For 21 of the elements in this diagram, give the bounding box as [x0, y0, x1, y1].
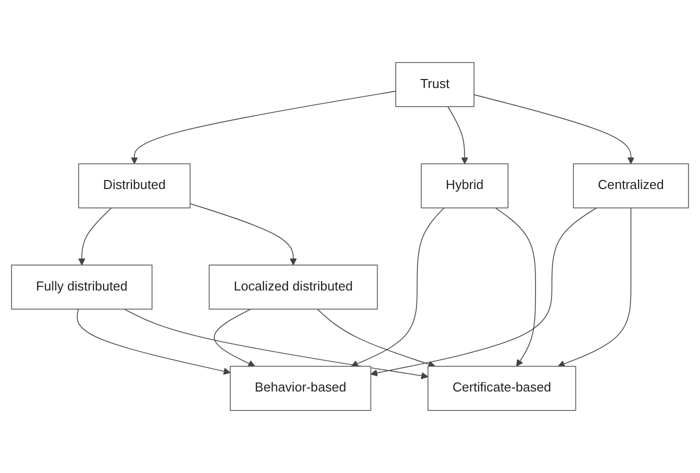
arrow — [190, 203, 297, 266]
node-box: Hybrid — [420, 163, 508, 208]
node-box: Distributed — [78, 163, 191, 208]
node-box: Certificate-based — [428, 366, 576, 411]
node-box: Localized distributed — [208, 264, 378, 310]
arrow — [495, 208, 536, 367]
arrow — [78, 208, 112, 266]
arrow — [130, 90, 396, 164]
arrow — [350, 208, 444, 368]
arrow — [447, 106, 468, 164]
arrow — [124, 308, 428, 380]
node-box: Trust — [395, 62, 474, 108]
arrow — [214, 308, 256, 367]
arrow — [558, 208, 632, 368]
node-box: Behavior-based — [230, 366, 372, 411]
arrow — [474, 94, 634, 164]
node-box: Centralized — [572, 163, 689, 208]
node-box: Fully distributed — [11, 264, 152, 310]
arrow — [370, 208, 597, 376]
arrow — [316, 308, 436, 368]
arrow — [76, 308, 231, 375]
